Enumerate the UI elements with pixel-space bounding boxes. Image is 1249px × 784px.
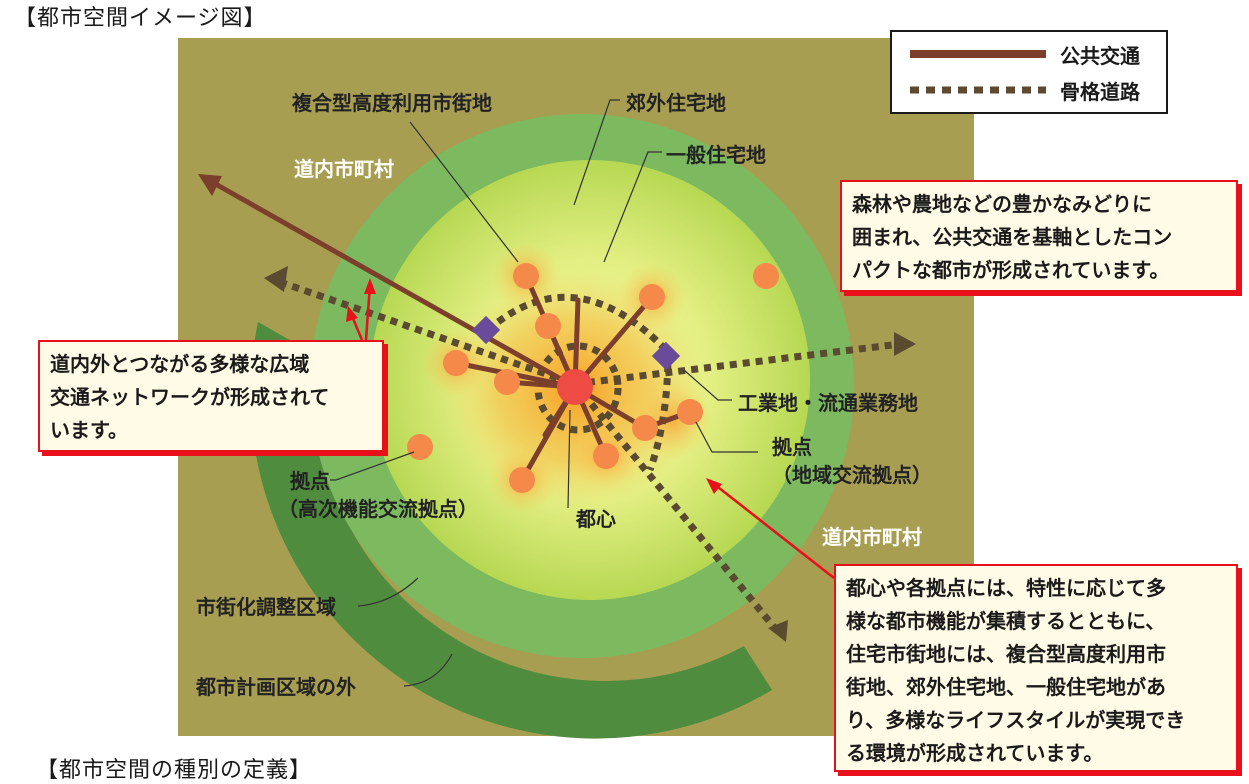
callout-line: 住宅市街地には、複合型高度利用市	[846, 642, 1166, 666]
callout-network: 道内外とつながる多様な広域 交通ネットワークが形成されて います。	[38, 340, 384, 452]
road-arrowhead	[264, 266, 288, 292]
label-general: 一般住宅地	[666, 143, 766, 167]
leader-lines	[330, 99, 758, 687]
road-arrowhead	[768, 620, 788, 642]
city-center-node	[557, 369, 593, 405]
callout-line: 都心や各拠点には、特性に応じて多	[846, 576, 1166, 600]
legend-row-transit: 公共交通	[910, 42, 1140, 68]
callout-arrows	[346, 278, 835, 579]
page-heading-top: 【都市空間イメージ図】	[14, 6, 267, 31]
control-zone-band	[250, 322, 772, 739]
label-municipality-se: 道内市町村	[822, 525, 922, 549]
callout-line: パクトな都市が形成されています。	[852, 258, 1170, 282]
label-mixed-use: 複合型高度利用市街地	[292, 91, 492, 115]
callout-line: る環境が形成されています。	[846, 741, 1104, 765]
callout-line: 囲まれ、公共交通を基軸としたコン	[852, 225, 1173, 249]
industrial-marker	[651, 341, 681, 371]
label-city-center: 都心	[575, 507, 616, 531]
transit-line-icon	[910, 50, 1046, 58]
label-outside-planning: 都市計画区域の外	[195, 675, 356, 699]
label-hub-regional-2: （地域交流拠点）	[772, 463, 932, 487]
callout-line: 様な都市機能が集積するとともに、	[846, 609, 1166, 633]
label-hub-regional-1: 拠点	[772, 435, 812, 459]
label-hub-high-2: （高次機能交流拠点）	[278, 497, 478, 521]
label-industrial: 工業地・流通業務地	[738, 391, 918, 415]
callout-line: 森林や農地などの豊かなみどりに	[852, 192, 1152, 216]
transit-arrowhead	[198, 174, 222, 196]
callout-functions: 都心や各拠点には、特性に応じて多 様な都市機能が集積するとともに、 住宅市街地に…	[834, 564, 1238, 772]
callout-line: 街地、郊外住宅地、一般住宅地があ	[846, 675, 1166, 699]
callout-line: 道内外とつながる多様な広域	[50, 352, 310, 376]
legend-road-label: 骨格道路	[1060, 79, 1140, 104]
hub-nodes	[407, 263, 779, 493]
callout-line: います。	[50, 418, 128, 442]
label-suburban: 郊外住宅地	[626, 91, 726, 115]
road-arrowhead	[894, 332, 916, 356]
legend-transit-label: 公共交通	[1060, 43, 1140, 68]
road-dotted-icon	[910, 86, 1046, 94]
callout-line: 交通ネットワークが形成されて	[50, 385, 330, 409]
industrial-marker	[471, 315, 501, 345]
legend-row-road: 骨格道路	[910, 78, 1140, 104]
label-urbanization-control: 市街化調整区域	[196, 595, 336, 619]
callout-greenery: 森林や農地などの豊かなみどりに 囲まれ、公共交通を基軸としたコン パクトな都市が…	[840, 180, 1238, 292]
page-heading-bottom: 【都市空間の種別の定義】	[36, 758, 313, 783]
callout-line: り、多様なライフスタイルが実現でき	[846, 708, 1186, 732]
label-hub-high-1: 拠点	[290, 469, 330, 493]
label-municipality-nw: 道内市町村	[294, 157, 394, 181]
legend: 公共交通 骨格道路	[890, 30, 1168, 114]
